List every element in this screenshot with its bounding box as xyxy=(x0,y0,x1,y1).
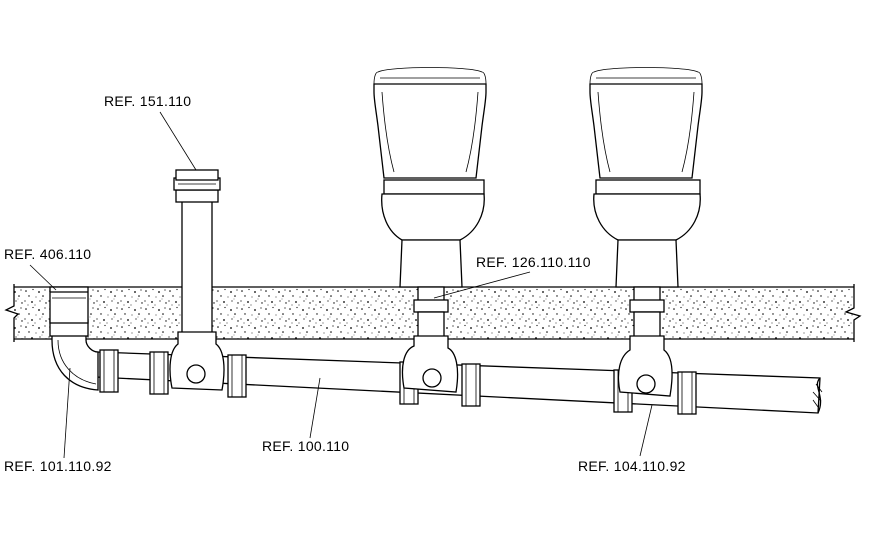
label-ref-101: REF. 101.110.92 xyxy=(4,458,112,474)
label-ref-100: REF. 100.110 xyxy=(262,438,349,454)
label-ref-406: REF. 406.110 xyxy=(4,246,91,262)
floor-drain-406 xyxy=(49,286,89,324)
label-ref-104: REF. 104.110.92 xyxy=(578,458,686,474)
toilet-2 xyxy=(589,67,703,397)
label-ref-151: REF. 151.110 xyxy=(104,93,191,109)
label-ref-126: REF. 126.110.110 xyxy=(476,254,591,270)
leader-lines xyxy=(29,111,653,459)
toilet-1 xyxy=(373,67,487,393)
vent-riser xyxy=(169,169,225,391)
elbow-fitting xyxy=(49,319,99,391)
